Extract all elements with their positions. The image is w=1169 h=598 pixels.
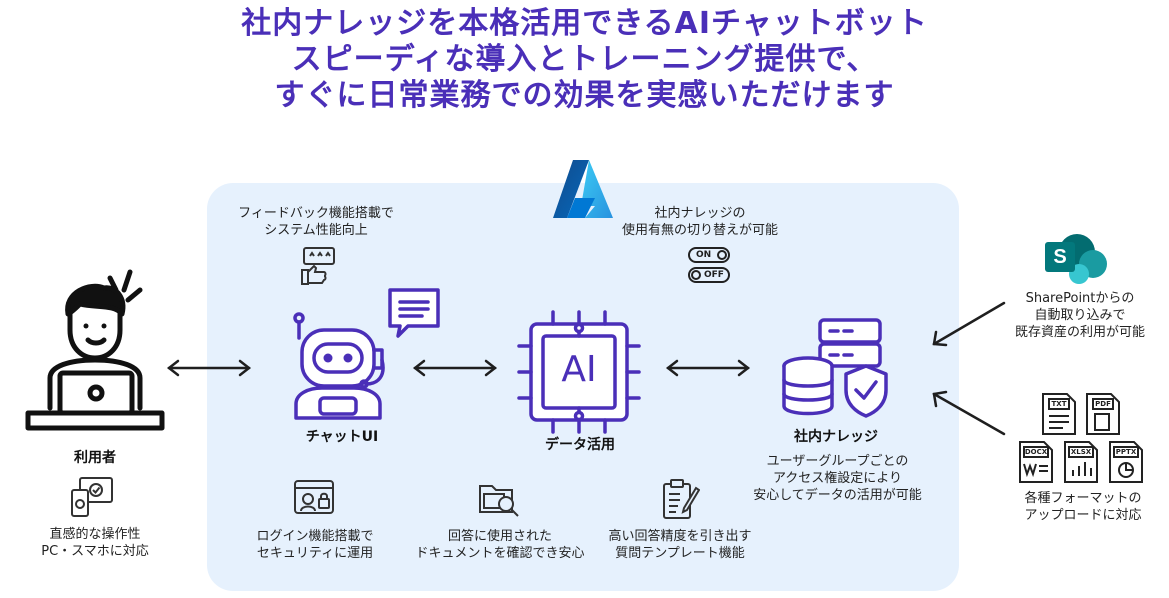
chatbot-robot-icon <box>282 288 442 423</box>
ai-chip-icon <box>517 310 641 434</box>
pdf-file-icon <box>1085 392 1121 436</box>
txt-file-icon <box>1041 392 1077 436</box>
toggle-knob-icon <box>717 250 727 260</box>
feedback-thumb-icon <box>298 246 338 286</box>
pptx-label: PPTX <box>1115 448 1137 456</box>
doc-check-text: 回答に使用された ドキュメントを確認でき安心 <box>405 528 595 562</box>
knowledge-desc: ユーザーグループごとの アクセス権設定により 安心してデータの活用が可能 <box>745 453 930 504</box>
doc-check-line-1: 回答に使用された <box>447 529 552 544</box>
toggle-line-2: 使用有無の切り替えが可能 <box>621 223 778 238</box>
arrow-data-knowledge <box>665 358 751 378</box>
docx-file-icon <box>1018 440 1054 484</box>
template-text: 高い回答精度を引き出す 質問テンプレート機能 <box>595 528 765 562</box>
arrow-user-chat <box>166 358 252 378</box>
login-line-2: セキュリティに運用 <box>256 546 374 561</box>
user-feature-line-2: PC・スマホに対応 <box>41 544 149 559</box>
user-label: 利用者 <box>74 450 116 466</box>
document-search-icon <box>478 480 520 518</box>
formats-line-2: アップロードに対応 <box>1024 508 1142 523</box>
user-feature-text: 直感的な操作性 PC・スマホに対応 <box>30 526 160 560</box>
arrow-formats-in <box>928 388 1008 438</box>
docx-label: DOCX <box>1024 448 1048 456</box>
feedback-text: フィードバック機能搭載で システム性能向上 <box>226 205 406 239</box>
user-laptop-icon <box>20 268 170 433</box>
chat-ui-label: チャットUI <box>305 429 379 445</box>
title-line-3: すぐに日常業務での効果を実感いただけます <box>274 78 895 113</box>
sharepoint-text: SharePointからの 自動取り込みで 既存資産の利用が可能 <box>1000 290 1160 341</box>
toggle-on-switch: ON <box>688 247 730 263</box>
doc-check-line-2: ドキュメントを確認でき安心 <box>415 546 585 561</box>
feedback-line-2: システム性能向上 <box>264 223 368 238</box>
title-line-2: スピーディな導入とトレーニング提供で、 <box>291 42 878 77</box>
arrow-sharepoint-in <box>928 300 1008 350</box>
knowledge-desc-line-1: ユーザーグループごとの <box>766 454 909 469</box>
template-line-1: 高い回答精度を引き出す <box>608 529 752 544</box>
template-line-2: 質問テンプレート機能 <box>615 546 745 561</box>
pc-smartphone-icon <box>70 476 116 518</box>
login-line-1: ログイン機能搭載で <box>256 529 374 544</box>
arrow-chat-data <box>412 358 498 378</box>
toggle-off-switch: OFF <box>688 267 730 283</box>
sharepoint-line-3: 既存資産の利用が可能 <box>1014 325 1145 340</box>
feedback-line-1: フィードバック機能搭載で <box>238 206 394 221</box>
toggle-on-label: ON <box>696 250 712 260</box>
pptx-file-icon <box>1108 440 1144 484</box>
knowledge-desc-line-2: アクセス権設定により <box>772 471 903 486</box>
formats-line-1: 各種フォーマットの <box>1024 491 1142 506</box>
template-clipboard-icon <box>660 478 700 520</box>
pdf-label: PDF <box>1095 400 1111 408</box>
sharepoint-line-2: 自動取り込みで <box>1034 308 1126 323</box>
sharepoint-letter: S <box>1053 246 1067 268</box>
toggle-knob-icon <box>691 270 701 280</box>
database-shield-icon <box>780 318 890 418</box>
xlsx-label: XLSX <box>1070 448 1092 456</box>
sharepoint-line-1: SharePointからの <box>1025 291 1135 306</box>
toggle-text: 社内ナレッジの 使用有無の切り替えが可能 <box>610 205 790 239</box>
knowledge-label: 社内ナレッジ <box>794 429 878 445</box>
formats-text: 各種フォーマットの アップロードに対応 <box>1003 490 1163 524</box>
sharepoint-logo-icon <box>1043 232 1107 284</box>
login-screen-icon <box>293 479 335 519</box>
knowledge-desc-line-3: 安心してデータの活用が可能 <box>753 488 922 503</box>
xlsx-file-icon <box>1063 440 1099 484</box>
toggle-off-label: OFF <box>704 270 724 280</box>
toggle-line-1: 社内ナレッジの <box>654 206 746 221</box>
txt-label: TXT <box>1051 400 1067 408</box>
azure-logo-icon <box>551 158 615 220</box>
data-use-label: データ活用 <box>545 437 615 453</box>
user-feature-line-1: 直感的な操作性 <box>49 527 141 542</box>
ai-chip-text: AI <box>561 349 597 390</box>
title-line-1: 社内ナレッジを本格活用できるAIチャットボット <box>241 6 928 41</box>
page-title: 社内ナレッジを本格活用できるAIチャットボット スピーディな導入とトレーニング提… <box>0 6 1169 114</box>
login-text: ログイン機能搭載で セキュリティに運用 <box>240 528 390 562</box>
